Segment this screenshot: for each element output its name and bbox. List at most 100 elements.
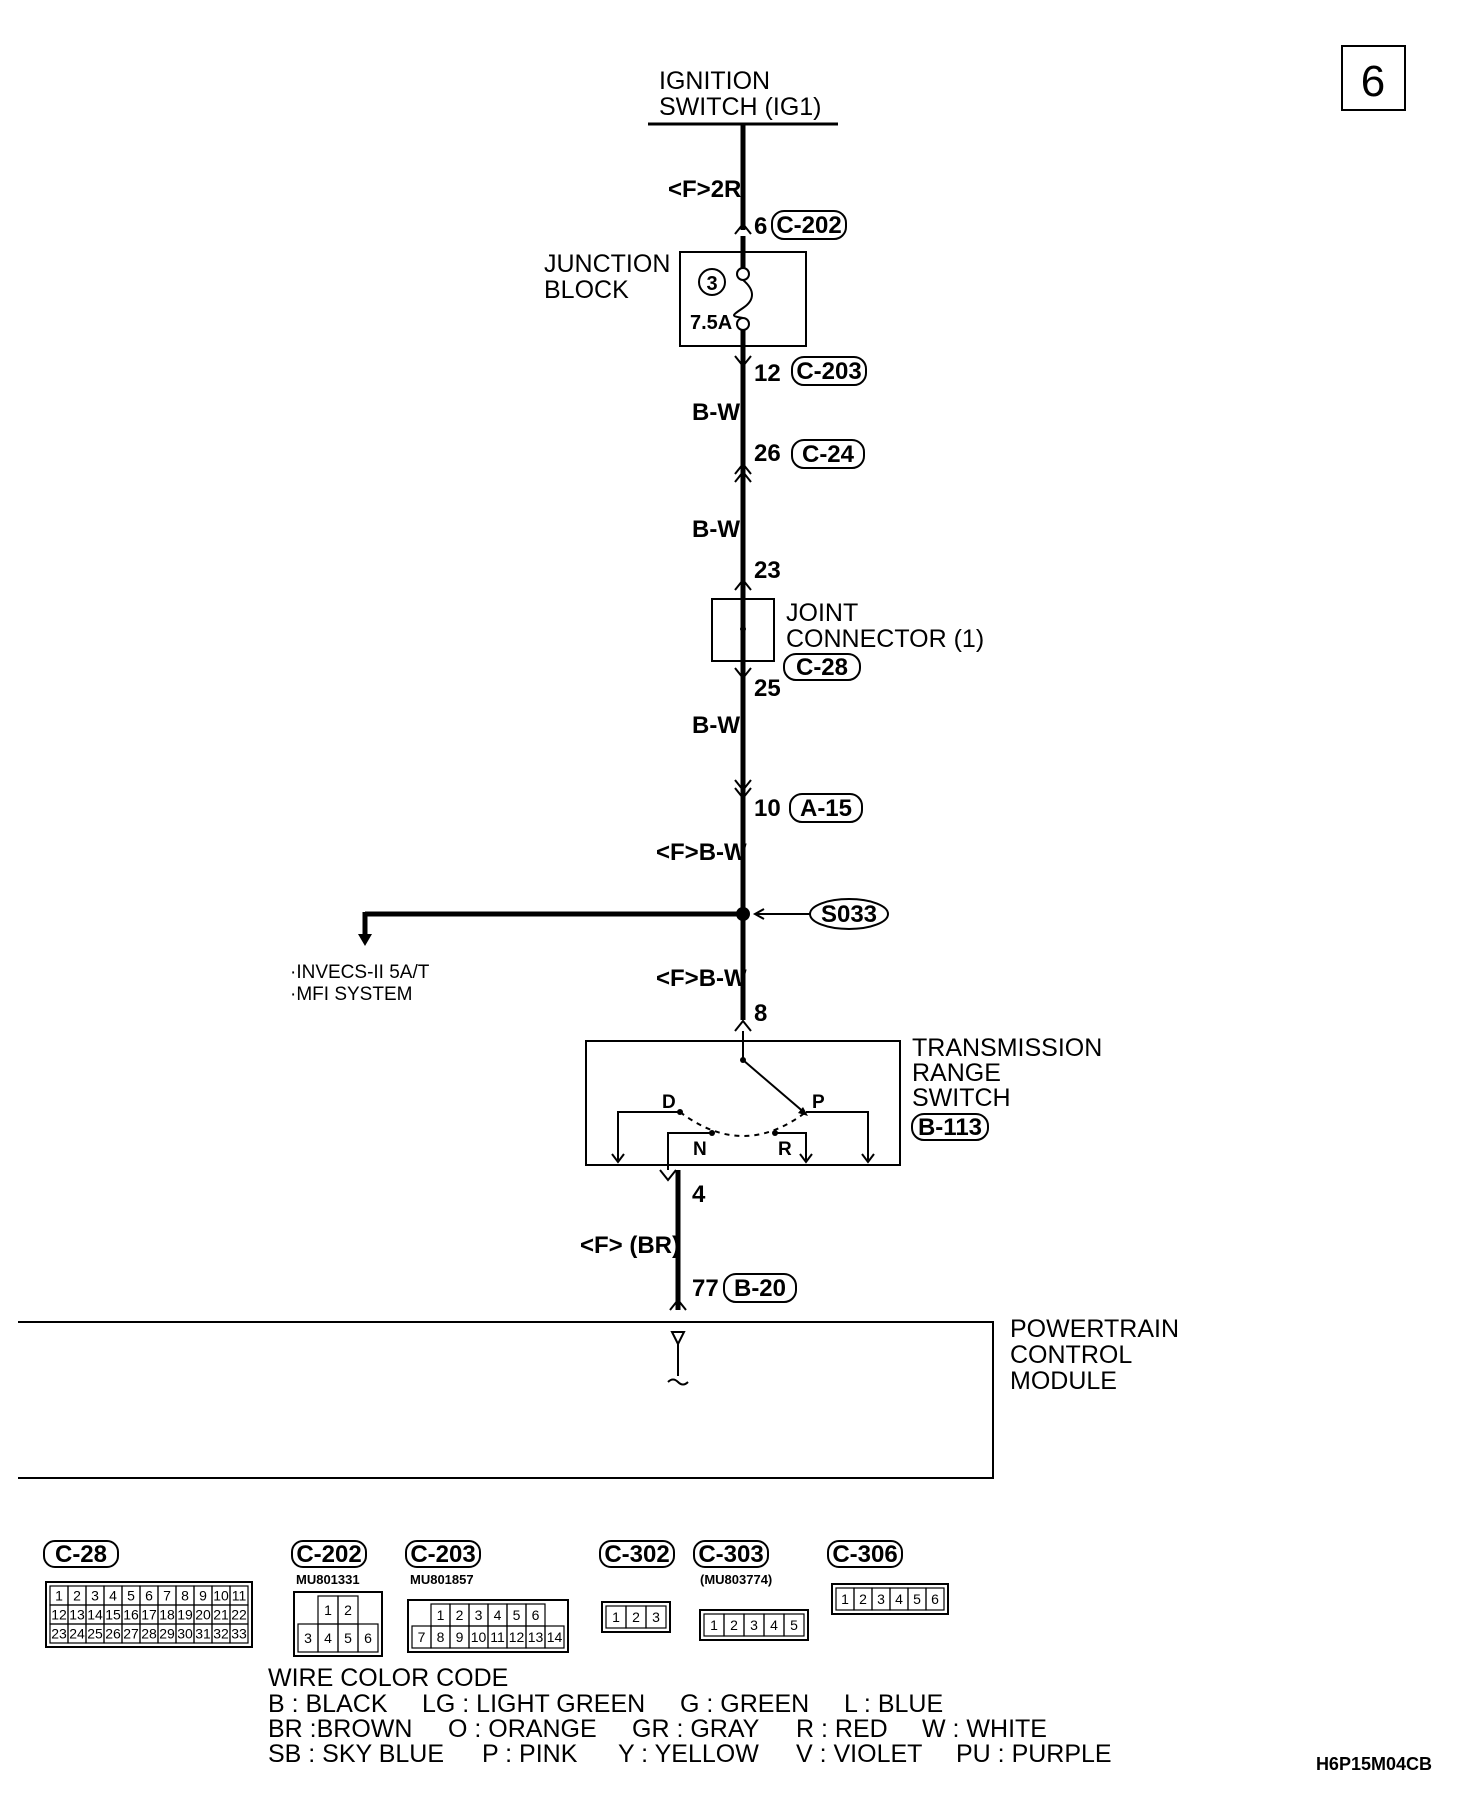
connector-marker-c24-a [734, 462, 752, 475]
b20-id: B-20 [734, 1275, 786, 1302]
pin-number: 27 [123, 1626, 139, 1642]
pin-number: 3 [877, 1591, 885, 1607]
a15-id: A-15 [800, 795, 852, 822]
pin-number: 19 [177, 1607, 193, 1623]
trs-r-lead [775, 1132, 807, 1160]
branch-arrow [358, 934, 372, 946]
pin-number: 4 [494, 1607, 502, 1623]
trs-pos-n: N [693, 1139, 707, 1160]
cv-c203-part: MU801857 [410, 1572, 474, 1587]
pin-number: 2 [456, 1607, 464, 1623]
trs-arrow-3 [861, 1153, 875, 1164]
connector-marker-a15-a [734, 779, 752, 792]
pin-number: 6 [931, 1591, 939, 1607]
fuse-element [733, 279, 753, 319]
junction-label-2: BLOCK [544, 276, 629, 304]
pin-number: 2 [859, 1591, 867, 1607]
pin-number: 5 [913, 1591, 921, 1607]
pin-number: 31 [195, 1626, 211, 1642]
wire-label-top: <F>2R [668, 176, 741, 203]
splice-tag [809, 898, 889, 930]
b113-in-pin: 8 [754, 1000, 767, 1027]
cc-r2-3: R : RED [796, 1715, 888, 1743]
trs-p-lead [806, 1111, 869, 1160]
connector-marker-b20 [669, 1298, 687, 1311]
pin-number: 1 [612, 1609, 620, 1625]
pin-number: 29 [159, 1626, 175, 1642]
cv-c306-tag [827, 1540, 903, 1568]
c202-pin: 6 [754, 213, 767, 240]
trs-pos-p: P [812, 1092, 825, 1113]
pcm-internal-break [667, 1378, 689, 1386]
trs-arrow-2 [799, 1153, 813, 1164]
figure-code: H6P15M04CB [1316, 1754, 1432, 1774]
pin-number: 4 [109, 1588, 117, 1604]
c203-id: C-203 [796, 358, 861, 385]
cv-c306-id: C-306 [832, 1541, 897, 1568]
pin-number: 13 [69, 1607, 85, 1623]
splice-pointer-head [752, 908, 765, 920]
connector-marker-a15-b [734, 787, 752, 800]
color-code-title: WIRE COLOR CODE [268, 1664, 508, 1692]
connector-marker-b113-out [659, 1169, 677, 1182]
pin-cell [544, 1625, 565, 1649]
cc-r2-0: BR :BROWN [268, 1715, 412, 1743]
ignition-label-2: SWITCH (IG1) [659, 93, 822, 121]
pin-number: 5 [513, 1607, 521, 1623]
joint-label-1: JOINT [786, 599, 858, 627]
pin-number: 17 [141, 1607, 157, 1623]
pin-number: 26 [105, 1626, 121, 1642]
pin-number: 20 [195, 1607, 211, 1623]
connector-housing [831, 1583, 949, 1615]
connector-housing [699, 1609, 809, 1641]
pin-number: 1 [55, 1588, 63, 1604]
b113-id: B-113 [918, 1114, 982, 1141]
pin-number: 6 [532, 1607, 540, 1623]
cv-c302-tag [599, 1540, 675, 1568]
pin-cell [645, 1605, 667, 1629]
pin-cell [925, 1587, 945, 1611]
cv-c203-id: C-203 [410, 1541, 475, 1568]
pin-number: 6 [364, 1630, 372, 1646]
cc-r3-3: V : VIOLET [796, 1740, 922, 1768]
pin-number: 14 [87, 1607, 103, 1623]
pin-number: 21 [213, 1607, 229, 1623]
pin-number: 5 [344, 1630, 352, 1646]
pin-number: 18 [159, 1607, 175, 1623]
pin-number: 23 [51, 1626, 67, 1642]
pin-cell [229, 1623, 249, 1644]
pin-number: 10 [471, 1629, 487, 1645]
pin-number: 6 [145, 1588, 153, 1604]
wire-label-fbw-2: <F>B-W [656, 965, 747, 992]
c202-id: C-202 [776, 212, 841, 239]
cv-c202-part: MU801331 [296, 1572, 360, 1587]
b113-out-pin: 4 [692, 1181, 706, 1208]
wire-label-fbw-1: <F>B-W [656, 839, 747, 866]
cc-r1-2: G : GREEN [680, 1690, 809, 1718]
pin-cell [357, 1623, 379, 1653]
pin-number: 1 [710, 1617, 718, 1633]
pin-cell [783, 1613, 805, 1637]
trs-n-lead [667, 1132, 712, 1170]
pin-number: 9 [456, 1629, 464, 1645]
page-number-box [1341, 45, 1406, 111]
ignition-label-1: IGNITION [659, 67, 770, 95]
pin-number: 13 [528, 1629, 544, 1645]
pin-number: 32 [213, 1626, 229, 1642]
pin-number: 2 [632, 1609, 640, 1625]
pin-number: 12 [509, 1629, 525, 1645]
pcm-terminal [670, 1331, 686, 1347]
cv-c303-tag [693, 1540, 769, 1568]
trs-pos-d: D [662, 1092, 676, 1113]
trs-wiper [742, 1059, 807, 1115]
joint-label-2: CONNECTOR (1) [786, 625, 984, 653]
pin-number: 7 [418, 1629, 426, 1645]
trs-pos-r: R [778, 1139, 792, 1160]
connector-marker-c202 [734, 222, 752, 235]
